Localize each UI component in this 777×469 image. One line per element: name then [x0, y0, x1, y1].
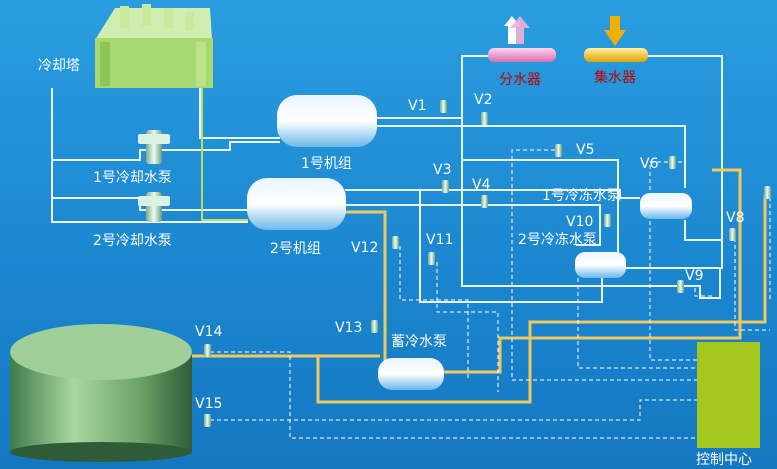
valve-v9[interactable]: V9: [685, 268, 704, 284]
chiller-unit-1[interactable]: [277, 95, 377, 147]
control-lines: [210, 149, 771, 439]
label-supply-header: 分水器: [499, 72, 541, 88]
valve-v12[interactable]: V12: [351, 240, 379, 256]
green-pipes: [201, 88, 248, 221]
chiller-unit-2[interactable]: [247, 178, 346, 230]
valve-v13[interactable]: V13: [335, 320, 363, 336]
white-pipes: [51, 55, 723, 303]
label-unit-2: 2号机组: [270, 241, 321, 257]
supply-header: [488, 16, 556, 62]
label-chilled-pump-2: 2号冷冻水泵: [518, 232, 597, 248]
label-return-header: 集水器: [594, 70, 636, 86]
valve-v2[interactable]: V2: [474, 92, 493, 108]
valve-v11[interactable]: V11: [426, 232, 454, 248]
label-cooling-tower: 冷却塔: [38, 58, 80, 74]
valve-markers: [204, 100, 771, 427]
label-cooling-pump-2: 2号冷却水泵: [93, 233, 172, 249]
valve-v4[interactable]: V4: [472, 177, 491, 193]
label-cooling-pump-1: 1号冷却水泵: [93, 170, 172, 186]
valve-v1[interactable]: V1: [408, 98, 427, 114]
storage-pump[interactable]: [378, 358, 444, 390]
valve-v8[interactable]: V8: [726, 210, 745, 226]
valve-v6[interactable]: V6: [640, 156, 659, 172]
valve-v3[interactable]: V3: [433, 162, 452, 178]
chilled-pump-1[interactable]: [640, 193, 692, 219]
cooling-pump-1[interactable]: [138, 130, 170, 164]
valve-v5[interactable]: V5: [576, 142, 595, 158]
storage-tank: [10, 324, 192, 462]
label-unit-1: 1号机组: [301, 156, 352, 172]
control-center-box[interactable]: [697, 342, 760, 448]
valve-v14[interactable]: V14: [195, 324, 223, 340]
cooling-tower: [95, 4, 213, 88]
yellow-pipes: [190, 168, 767, 404]
chilled-pump-2[interactable]: [575, 252, 626, 278]
return-header: [584, 16, 648, 62]
label-chilled-pump-1: 1号冷冻水泵: [542, 188, 621, 204]
cooling-pump-2[interactable]: [138, 192, 170, 222]
label-control-center: 控制中心: [696, 452, 752, 468]
valve-v10[interactable]: V10: [566, 214, 594, 230]
valve-v15[interactable]: V15: [195, 396, 223, 412]
label-storage-pump: 蓄冷水泵: [391, 334, 447, 350]
